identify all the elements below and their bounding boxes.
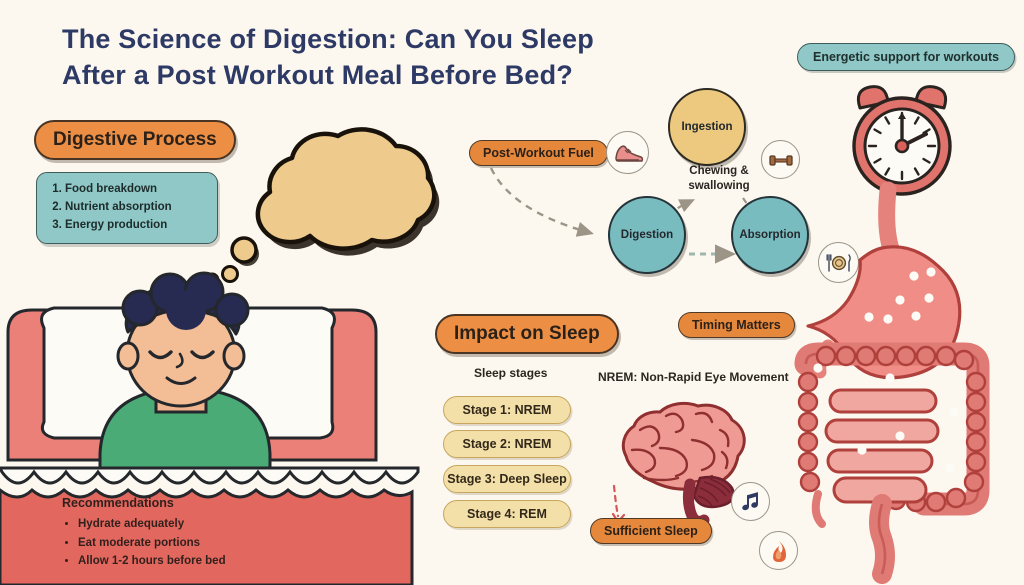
flow-edge-label-line-1: Chewing & <box>689 165 749 177</box>
heading-impact-on-sleep[interactable]: Impact on Sleep <box>435 314 619 354</box>
flow-node-digestion[interactable]: Digestion <box>608 196 686 274</box>
badge-energetic-support-label: Energetic support for workouts <box>813 50 1000 64</box>
flow-node-ingestion-label: Ingestion <box>681 121 733 133</box>
list-item: Energy production <box>65 217 207 235</box>
dumbbell-icon <box>761 140 800 179</box>
sleeping-person-icon <box>0 271 420 585</box>
sleep-stage-label: Stage 1: NREM <box>462 403 552 417</box>
heading-digestive-process-label: Digestive Process <box>53 129 217 150</box>
sleep-stage-item-4[interactable]: Stage 4: REM <box>443 500 571 528</box>
sleep-stage-label: Stage 3: Deep Sleep <box>447 472 567 486</box>
list-item: Allow 1-2 hours before bed <box>78 552 322 571</box>
page-title: The Science of Digestion: Can You Sleep … <box>62 22 662 94</box>
flow-edge-label-line-2: swallowing <box>688 179 750 192</box>
heading-digestive-process[interactable]: Digestive Process <box>34 120 236 160</box>
recommendations-title: Recommendations <box>62 496 174 510</box>
badge-post-workout-fuel-label: Post-Workout Fuel <box>483 146 594 160</box>
badge-timing-matters-label: Timing Matters <box>692 318 781 332</box>
sleep-stage-label: Stage 4: REM <box>467 507 547 521</box>
flame-icon <box>759 531 798 570</box>
nrem-note: NREM: Non-Rapid Eye Movement <box>598 370 789 384</box>
flow-node-absorption[interactable]: Absorption <box>731 196 809 274</box>
page-title-line-1: The Science of Digestion: Can You Sleep <box>62 24 594 54</box>
plate-cutlery-icon <box>818 242 859 283</box>
sleep-stage-item-3[interactable]: Stage 3: Deep Sleep <box>443 465 571 493</box>
badge-post-workout-fuel[interactable]: Post-Workout Fuel <box>469 140 608 166</box>
digestive-process-list: Food breakdown Nutrient absorption Energ… <box>36 172 218 244</box>
list-item: Food breakdown <box>65 181 207 199</box>
recommendations-block: Recommendations Hydrate adequately Eat m… <box>62 496 322 571</box>
badge-timing-matters[interactable]: Timing Matters <box>678 312 795 338</box>
sleep-stages-caption: Sleep stages <box>474 366 548 380</box>
heading-impact-on-sleep-label: Impact on Sleep <box>454 323 600 344</box>
alarm-clock-icon <box>840 82 964 200</box>
list-item: Hydrate adequately <box>78 515 322 534</box>
page-title-line-2: After a Post Workout Meal Before Bed? <box>62 59 573 90</box>
list-item: Eat moderate portions <box>78 534 322 553</box>
sneaker-icon <box>606 131 649 174</box>
flow-node-digestion-label: Digestion <box>620 229 674 241</box>
thought-bubble-icon <box>196 108 456 288</box>
flow-node-ingestion[interactable]: Ingestion <box>668 88 746 166</box>
badge-energetic-support[interactable]: Energetic support for workouts <box>797 43 1016 71</box>
music-note-icon <box>731 482 770 521</box>
badge-sufficient-sleep-label: Sufficient Sleep <box>604 524 698 538</box>
badge-sufficient-sleep[interactable]: Sufficient Sleep <box>590 518 712 544</box>
sleep-stage-label: Stage 2: NREM <box>462 437 552 451</box>
sleep-stage-item-1[interactable]: Stage 1: NREM <box>443 396 571 424</box>
flow-node-absorption-label: Absorption <box>739 229 801 241</box>
sleep-stage-item-2[interactable]: Stage 2: NREM <box>443 430 571 458</box>
flow-edge-label-chewing: Chewing & swallowing <box>676 164 762 193</box>
list-item: Nutrient absorption <box>65 199 207 217</box>
digestive-tract-icon <box>794 181 1024 584</box>
